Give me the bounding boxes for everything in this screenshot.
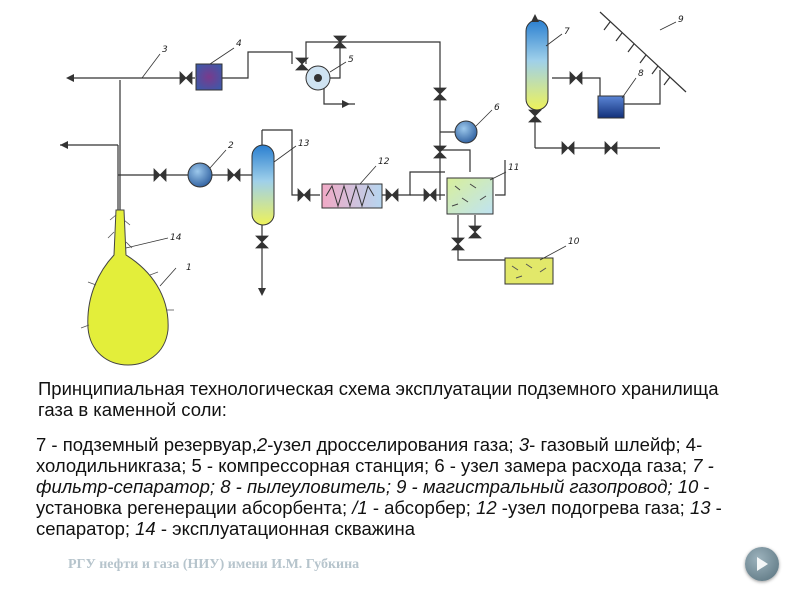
label-14: 14 <box>170 233 182 243</box>
label-4: 4 <box>236 39 242 49</box>
main-gas-pipeline <box>599 11 687 93</box>
legend-part: - фильтр-сепаратор; <box>36 455 714 497</box>
label-1: 1 <box>186 263 192 273</box>
absorber <box>446 177 494 215</box>
caption-title: Принципиальная технологическая схема экс… <box>38 378 719 420</box>
legend-part: 13 <box>689 497 711 518</box>
caption-legend: 7 - подземный резервуар,2-узел дросселир… <box>36 434 756 539</box>
legend-part: /1 <box>352 497 368 518</box>
legend-part: 7 - подземный резервуар, <box>36 434 257 455</box>
flow-arrows <box>60 14 539 296</box>
valve-icon <box>255 235 269 249</box>
throttle-node <box>187 162 213 188</box>
label-5: 5 <box>348 55 354 65</box>
pipelines <box>60 20 661 290</box>
compressor-station <box>305 65 331 91</box>
arrow-icon <box>60 141 68 149</box>
valve-icon <box>297 188 311 202</box>
legend-part: 2 <box>256 434 268 455</box>
legend-part: 7 <box>692 455 703 476</box>
legend-part: -узел дросселирования газа; <box>267 434 519 455</box>
label-10: 10 <box>568 237 580 247</box>
legend-part: 12 <box>476 497 497 518</box>
valve-icon <box>333 35 347 49</box>
legend-part: - газовый шлейф; 4-холодильникгаза; 5 - … <box>36 434 703 476</box>
caption: Принципиальная технологическая схема экс… <box>36 378 756 539</box>
valve-icon <box>468 225 482 239</box>
leader-lines <box>125 21 677 287</box>
flow-meter <box>454 120 478 144</box>
valve-icon <box>227 168 241 182</box>
valve-icon <box>153 168 167 182</box>
valve-icon <box>295 57 309 71</box>
valve-icon <box>604 141 618 155</box>
valve-icon <box>423 188 437 202</box>
absorbent-regeneration-unit <box>504 257 554 285</box>
underground-reservoir <box>80 209 174 366</box>
label-6: 6 <box>494 103 500 113</box>
gas-cooler <box>195 63 223 91</box>
arrow-icon <box>531 14 539 22</box>
valve-icon <box>561 141 575 155</box>
arrow-icon <box>258 288 266 296</box>
gas-storage-diagram: 1 2 3 4 5 6 7 8 9 10 11 12 13 14 <box>60 11 687 366</box>
filter-separator <box>525 19 549 111</box>
valve-icon <box>433 145 447 159</box>
arrow-icon <box>66 74 74 82</box>
label-9: 9 <box>678 15 684 25</box>
label-13: 13 <box>298 139 310 149</box>
arrow-icon <box>342 100 350 108</box>
legend-part: 10 <box>677 476 699 497</box>
legend-part: - абсорбер; <box>367 497 477 518</box>
valves <box>153 35 618 251</box>
label-2: 2 <box>228 141 234 151</box>
separator <box>251 144 275 226</box>
legend-part: 8 <box>220 476 231 497</box>
valve-icon <box>451 237 465 251</box>
legend-part: - сепаратор; <box>36 497 722 539</box>
gas-heater <box>321 183 383 209</box>
dust-catcher <box>597 95 625 119</box>
forward-arrow-icon <box>757 557 768 571</box>
legend-part: - установка регенерации абсорбента; <box>36 476 710 518</box>
valve-icon <box>433 87 447 101</box>
label-11: 11 <box>508 163 519 173</box>
next-slide-button[interactable] <box>745 547 779 581</box>
valve-icon <box>528 109 542 123</box>
label-8: 8 <box>638 69 644 79</box>
label-7: 7 <box>564 27 570 37</box>
legend-part: 3 <box>518 434 530 455</box>
component-labels: 1 2 3 4 5 6 7 8 9 10 11 12 13 14 <box>162 15 684 273</box>
footer-university: РГУ нефти и газа (НИУ) имени И.М. Губкин… <box>68 557 360 572</box>
valve-icon <box>179 71 193 85</box>
valve-icon <box>569 71 583 85</box>
legend-part: -узел подогрева газа; <box>496 497 690 518</box>
legend-part: - пылеуловитель; 9 - магистральный газоп… <box>230 476 678 497</box>
legend-part: 14 <box>135 518 156 539</box>
label-12: 12 <box>378 157 390 167</box>
label-3: 3 <box>162 45 168 55</box>
valve-icon <box>385 188 399 202</box>
legend-part: - эксплуатационная скважина <box>155 518 416 539</box>
